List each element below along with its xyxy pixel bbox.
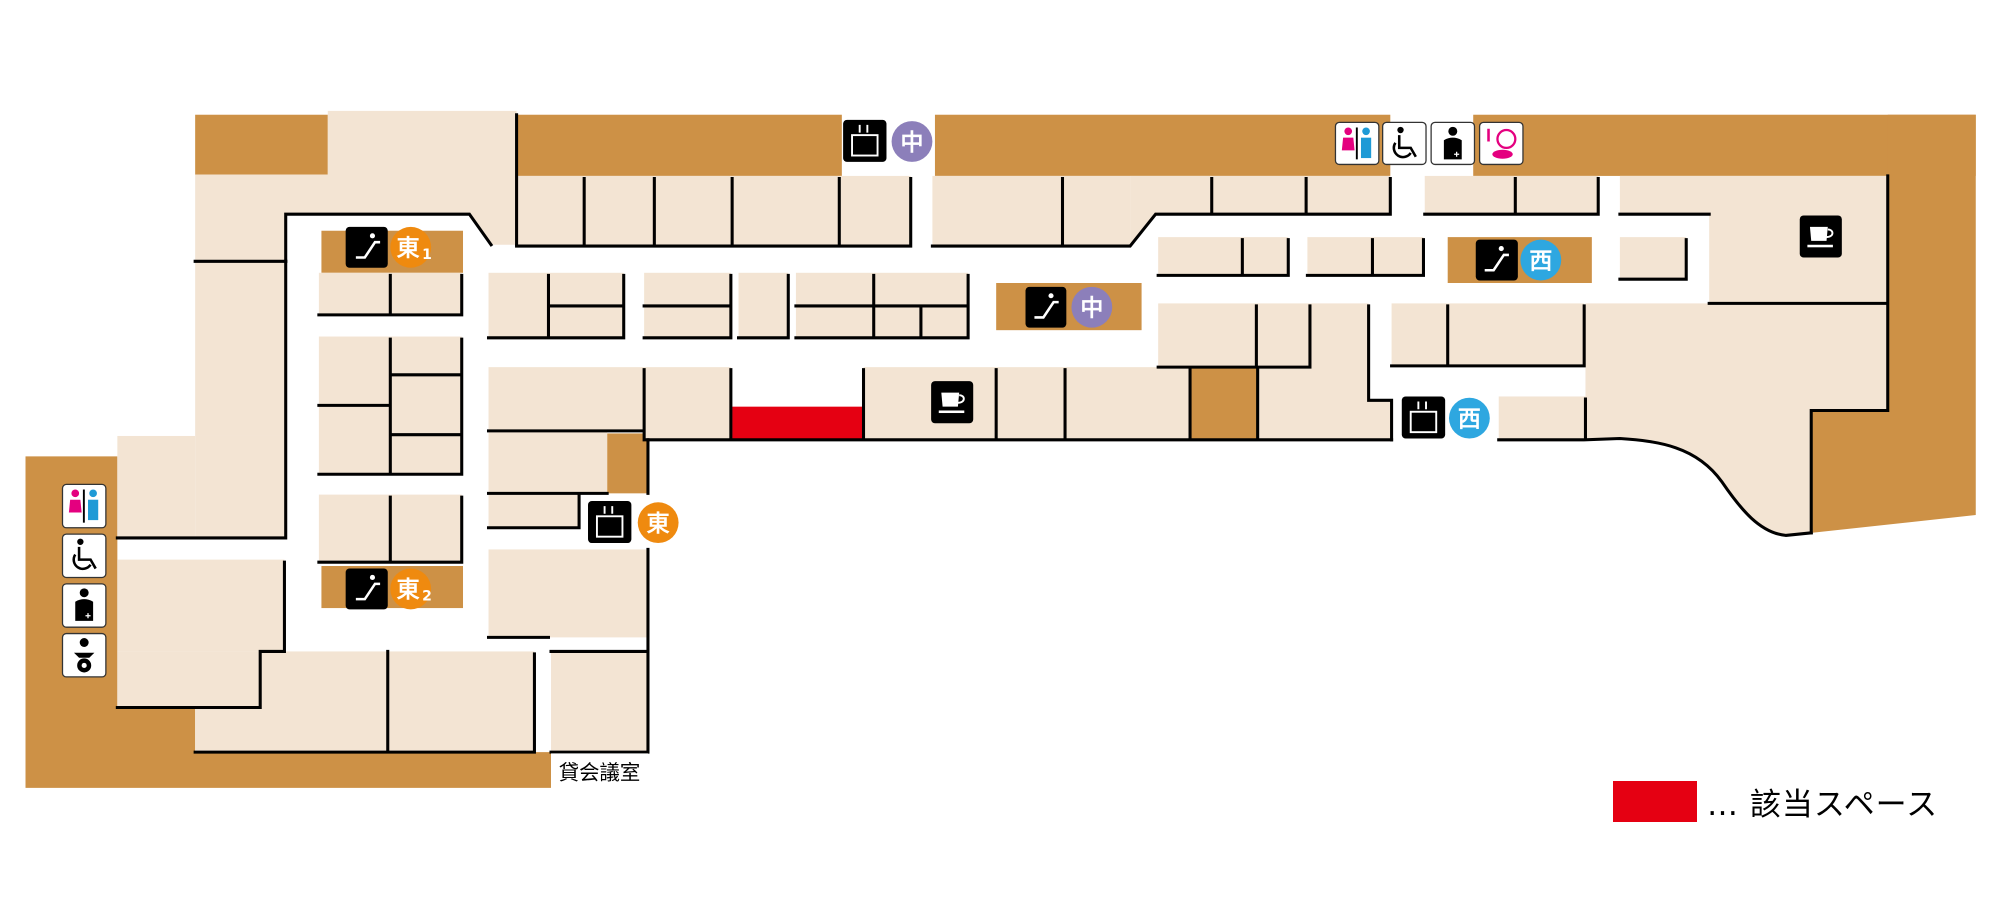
elevator-icon <box>588 500 632 544</box>
legend: … 該当スペース <box>1613 779 1938 824</box>
powder-room-icon[interactable] <box>1478 121 1524 166</box>
rental-room-label: 貸会議室 <box>551 753 648 788</box>
escalator-icon <box>345 568 388 610</box>
svg-text:西: 西 <box>1529 248 1552 274</box>
zone-east-badge <box>637 502 679 544</box>
svg-text:東: 東 <box>397 236 420 262</box>
svg-text:貸会議室: 貸会議室 <box>559 761 641 785</box>
svg-text:東: 東 <box>397 577 420 603</box>
escalator-center[interactable]: 中 <box>1025 286 1113 328</box>
escalator-icon <box>345 226 388 268</box>
zone-west-badge <box>1448 397 1490 439</box>
svg-text:東: 東 <box>647 511 670 537</box>
elevator-center[interactable]: 中 <box>843 119 933 162</box>
accessible-restroom-icon[interactable] <box>1382 121 1427 166</box>
escalator-west[interactable]: 西 <box>1475 239 1562 281</box>
ostomate-icon[interactable] <box>1430 121 1476 166</box>
walls <box>115 113 1890 754</box>
escalator-icon <box>1475 239 1518 281</box>
ostomate-icon[interactable] <box>61 583 107 628</box>
escalator-icon <box>1025 286 1067 328</box>
zone-east-badge <box>390 568 432 610</box>
zone-east-badge <box>390 226 432 268</box>
cafe-icon[interactable] <box>931 381 974 424</box>
zone-center-badge <box>1071 286 1113 328</box>
escalator-east-2[interactable]: 東 2 <box>345 568 432 610</box>
svg-text:中: 中 <box>1080 296 1103 322</box>
cafe-icon[interactable] <box>1799 215 1842 258</box>
restroom-icon[interactable] <box>1334 121 1380 166</box>
svg-text:西: 西 <box>1458 406 1481 432</box>
elevator-west[interactable]: 西 <box>1401 396 1490 439</box>
legend-label: … 該当スペース <box>1707 787 1939 823</box>
elevator-icon <box>843 119 887 162</box>
svg-text:中: 中 <box>901 130 924 156</box>
svg-text:1: 1 <box>422 247 432 263</box>
baby-room-icon[interactable] <box>61 632 107 678</box>
elevator-east[interactable]: 東 <box>588 500 679 544</box>
zone-west-badge <box>1520 239 1562 281</box>
escalator-east-1[interactable]: 東 1 <box>345 226 432 268</box>
accessible-restroom-icon[interactable] <box>61 533 107 579</box>
highlighted-space[interactable] <box>732 406 863 440</box>
svg-text:2: 2 <box>422 588 432 604</box>
restroom-icon[interactable] <box>61 483 107 529</box>
legend-highlight-swatch <box>1613 781 1697 822</box>
zone-center-badge <box>891 121 933 162</box>
shop-blocks <box>117 110 1888 753</box>
elevator-icon <box>1401 396 1446 439</box>
